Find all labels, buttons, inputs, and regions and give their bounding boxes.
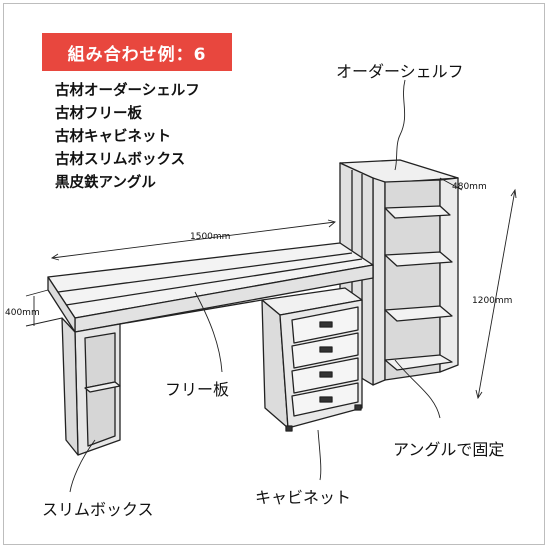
parts-list-item: 古材キャビネット: [55, 129, 171, 145]
slim-box-drawing: [61, 317, 121, 456]
parts-list-item: 古材オーダーシェルフ: [55, 83, 200, 99]
free-board-drawing: [47, 242, 374, 333]
parts-list-item: 黒皮鉄アングル: [55, 175, 156, 191]
label-free-board: フリー板: [165, 380, 230, 399]
parts-list-item: 古材スリムボックス: [55, 152, 186, 168]
parts-list-item: 古材フリー板: [55, 106, 142, 122]
dimension-desk-depth: 400mm: [5, 308, 40, 318]
dimension-lines: [25, 177, 517, 400]
label-slim-box: スリムボックス: [42, 500, 154, 519]
label-angle-fixed: アングルで固定: [393, 440, 505, 459]
dimension-shelf-height: 1200mm: [472, 296, 513, 306]
parts-list: 古材オーダーシェルフ 古材フリー板 古材キャビネット 古材スリムボックス 黒皮鉄…: [55, 80, 200, 195]
dimension-shelf-width: 480mm: [452, 182, 487, 192]
label-cabinet: キャビネット: [255, 488, 352, 507]
cabinet-drawing: [261, 287, 363, 432]
label-order-shelf: オーダーシェルフ: [336, 62, 464, 81]
image-frame: [3, 3, 545, 545]
leader-lines: [69, 79, 441, 493]
combination-badge: 組み合わせ例：6: [42, 33, 232, 71]
dimension-desk-width: 1500mm: [190, 232, 231, 242]
